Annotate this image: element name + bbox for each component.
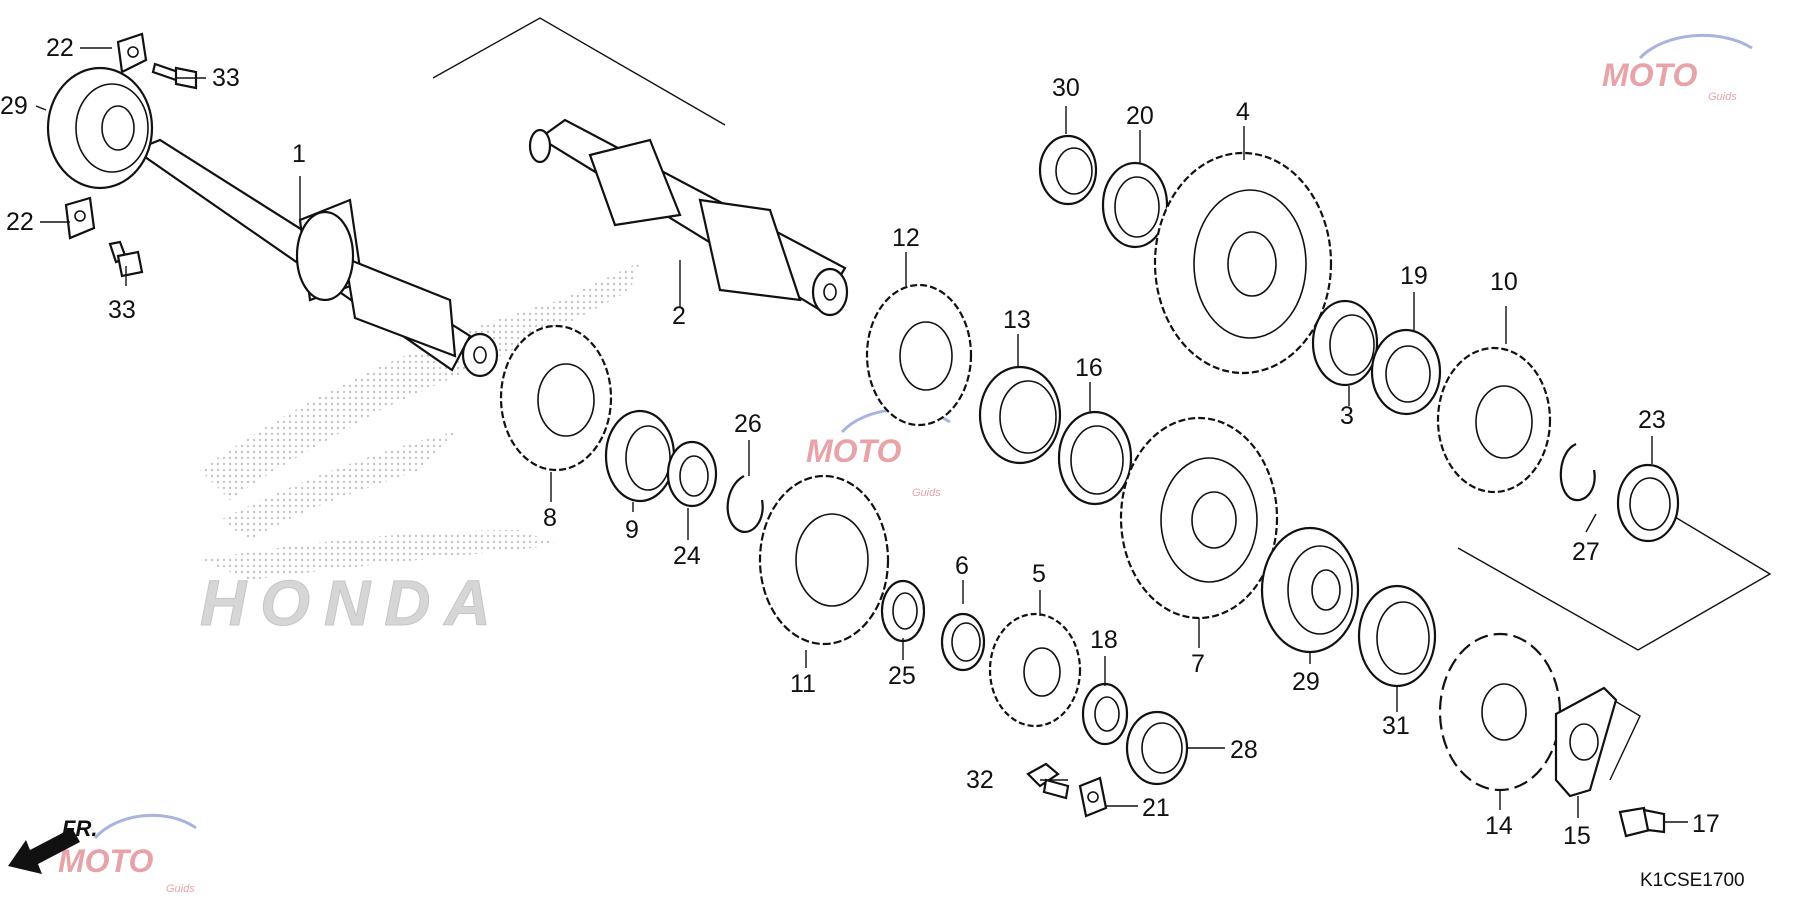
gear-part xyxy=(1119,416,1279,620)
callout-14: 14 xyxy=(1485,812,1513,840)
gear-part xyxy=(865,283,973,427)
bushing-part xyxy=(940,612,986,672)
bolt-part xyxy=(108,240,144,278)
callout-labels: 1 2 3 4 5 6 7 8 9 10 11 12 13 14 15 16 1… xyxy=(0,34,1720,850)
callout-1: 1 xyxy=(292,140,306,168)
bushing-part xyxy=(604,409,676,503)
gear-part xyxy=(988,612,1082,728)
callout-22-lower: 22 xyxy=(6,208,34,236)
callout-21: 21 xyxy=(1142,794,1170,822)
needle-bearing-part xyxy=(1038,134,1098,206)
bushing-part xyxy=(978,365,1062,465)
callout-25: 25 xyxy=(888,662,916,690)
callout-20: 20 xyxy=(1126,102,1154,130)
callout-4: 4 xyxy=(1236,98,1250,126)
bolt-part xyxy=(1026,762,1070,800)
brand-watermark-subtext: Guids xyxy=(166,883,195,895)
callout-15: 15 xyxy=(1563,822,1591,850)
brand-watermark-top-right: MOTO Guids xyxy=(1602,33,1753,103)
needle-bearing-part xyxy=(1125,710,1189,786)
callout-27: 27 xyxy=(1572,538,1600,566)
drive-sprocket-part xyxy=(1438,632,1562,792)
callout-8: 8 xyxy=(543,504,557,532)
bolt-part xyxy=(1618,806,1666,838)
circlip-part xyxy=(726,475,764,533)
washer-part xyxy=(1057,410,1133,506)
assembly-frame-lines xyxy=(432,17,1772,781)
lock-plate-part xyxy=(64,196,96,240)
callout-16: 16 xyxy=(1075,354,1103,382)
callout-22-top: 22 xyxy=(46,34,74,62)
front-marker-label: FR. xyxy=(62,816,97,841)
callout-29-top: 29 xyxy=(0,92,28,120)
callout-30: 30 xyxy=(1052,74,1080,102)
diagram-code: K1CSE1700 xyxy=(1640,870,1745,891)
callout-33-top: 33 xyxy=(212,64,240,92)
brand-watermark-subtext: Guids xyxy=(912,487,941,499)
brand-watermark-subtext: Guids xyxy=(1708,91,1737,103)
callout-23: 23 xyxy=(1638,406,1666,434)
callout-18: 18 xyxy=(1090,626,1118,654)
callout-5: 5 xyxy=(1032,560,1046,588)
washer-part xyxy=(1370,328,1442,416)
callout-12: 12 xyxy=(892,224,920,252)
callout-24: 24 xyxy=(673,542,701,570)
gear-part xyxy=(499,324,613,472)
brand-watermark-text: MOTO xyxy=(1602,57,1698,93)
bearing-part xyxy=(1260,526,1360,654)
callout-26: 26 xyxy=(734,410,762,438)
sprocket-fixing-plate-part xyxy=(1554,686,1618,798)
circlip-part xyxy=(1559,442,1596,502)
gear-part xyxy=(758,474,890,646)
gear-part xyxy=(1436,346,1552,494)
front-direction-arrow: FR. xyxy=(8,816,97,874)
brand-watermark-text: MOTO xyxy=(58,843,154,879)
countershaft-part xyxy=(528,118,849,317)
callout-9: 9 xyxy=(625,516,639,544)
callout-28: 28 xyxy=(1230,736,1258,764)
callout-7: 7 xyxy=(1191,650,1205,678)
callout-11: 11 xyxy=(790,670,816,698)
callout-31: 31 xyxy=(1382,712,1410,740)
callout-32: 32 xyxy=(966,766,994,794)
washer-part xyxy=(1081,682,1129,746)
callout-leaders xyxy=(35,47,1688,823)
lock-plate-part xyxy=(1078,776,1108,818)
callout-10: 10 xyxy=(1490,268,1518,296)
gear-part xyxy=(1153,151,1333,375)
washer-part xyxy=(666,440,718,508)
honda-wing-watermark: HONDA xyxy=(200,262,640,640)
brand-watermark-text: MOTO xyxy=(806,433,902,469)
callout-3: 3 xyxy=(1340,402,1354,430)
callout-29-lower: 29 xyxy=(1292,668,1320,696)
washer-part xyxy=(880,579,926,643)
main-shaft-part xyxy=(132,138,499,378)
honda-watermark-text: HONDA xyxy=(200,567,505,639)
washer-part xyxy=(1616,463,1680,543)
oil-seal-part xyxy=(1357,584,1437,688)
callout-33-lower: 33 xyxy=(108,296,136,324)
callout-13: 13 xyxy=(1003,306,1031,334)
lock-plate-part xyxy=(116,32,148,74)
bearing-part xyxy=(46,66,154,190)
brand-watermark-bottom-left: MOTO Guids xyxy=(58,813,197,895)
bolt-part xyxy=(151,62,198,90)
bushing-part xyxy=(1311,299,1379,387)
callout-17: 17 xyxy=(1692,810,1720,838)
callout-19: 19 xyxy=(1400,262,1428,290)
callout-6: 6 xyxy=(955,552,969,580)
callout-2: 2 xyxy=(672,302,686,330)
